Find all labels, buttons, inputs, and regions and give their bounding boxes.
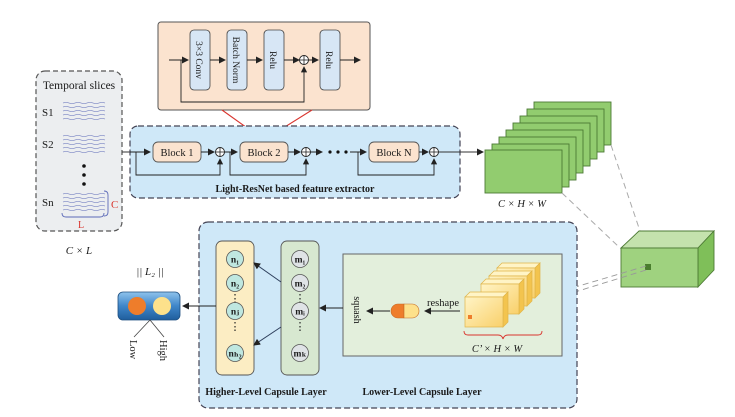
n-capsule-node [226,250,244,268]
squash-label: squash [351,296,362,323]
block-1-label: Block 1 [161,148,194,159]
m-capsule-node-label: m₂ [295,280,306,290]
slice-label-s1: S1 [42,107,54,119]
m-capsule-node-label: m₁ [295,256,306,266]
light-resnet-extractor: Block 1 Block 2 Block N [129,125,461,199]
skip-connection [180,60,308,103]
horizontal-ellipsis [328,150,348,154]
m-capsule-node [291,302,309,320]
capsule-vector-icon [390,303,420,319]
m-capsule-node-label: mᵢ [295,308,305,318]
m-capsule-node [291,344,309,362]
bracket-c [103,190,109,217]
l2-norm-label: || L₂ || [136,266,164,278]
low-class-circle [128,297,146,315]
vertical-ellipsis [82,164,86,186]
low-label: Low [127,340,138,360]
residual-block-detail: 3×3 Conv Batch Norm Relu Relu [157,21,371,111]
lower-level-capsule-label: Lower-Level Capsule Layer [362,387,482,398]
block-2-label: Block 2 [248,148,281,159]
m-capsule-ellipsis: ⋮ [295,293,306,305]
dim-c-label: C [111,199,118,211]
relu-layer-1-label: Relu [267,51,277,69]
n-capsule-node [226,274,244,292]
capsule-position-marker [645,264,651,270]
feature-map-shape: C × H × W [498,199,547,210]
block-n-label: Block N [376,148,412,159]
m-capsule-nodes: m₁ m₂ ⋮ mᵢ ⋮ mₖ [291,250,309,362]
extractor-label: Light-ResNet based feature extractor [216,184,375,195]
eeg-signal-sn [62,193,106,211]
zoom-line-b [610,144,641,232]
reshape-label: reshape [427,298,459,309]
high-leader-line [149,319,165,338]
high-label: High [157,340,168,362]
lower-shape-label: C’ × H × W [472,344,524,355]
eeg-signal-s2 [62,135,106,153]
dim-l-label: L [78,220,84,231]
n-capsule-node [226,344,244,362]
n-capsule-nodes: n₁ n₂ ⋮ nⱼ ⋮ nₕ₂ [226,250,244,362]
eeg-signal-s1 [62,102,106,120]
n-capsule-node [226,302,244,320]
relu-layer-2-label: Relu [323,51,333,69]
temporal-slices-title: Temporal slices [43,80,116,92]
m-capsule-node [291,250,309,268]
n-capsule-ellipsis: ⋮ [230,293,241,305]
primary-capsule-blocks [464,262,541,328]
lower-shape-brace [463,330,543,340]
high-class-circle [153,297,171,315]
add-node [299,55,309,65]
slice-label-sn: Sn [42,197,54,209]
conv-layer-label: 3×3 Conv [193,41,203,79]
slice-label-s2: S2 [42,139,54,151]
add-node-1 [215,147,225,157]
add-node-n [429,147,439,157]
higher-level-capsule-label: Higher-Level Capsule Layer [205,387,327,398]
n-capsule-node-label: nⱼ [231,308,239,318]
m-capsule-node [291,274,309,292]
routing-arrow-top [253,262,282,283]
n-capsule-node-label: n₁ [231,256,239,266]
capsule-highlight [468,315,472,319]
feature-cube [619,229,716,289]
temporal-slices-panel: Temporal slices S1 S2 Sn [35,70,123,232]
output-probability-box [117,291,181,321]
bracket-l [61,212,105,218]
zoom-line-a [561,192,621,249]
n-capsule-ellipsis: ⋮ [230,321,241,333]
m-capsule-node-label: mₖ [294,350,307,360]
routing-arrow-bottom [253,326,282,346]
batchnorm-layer-label: Batch Norm [230,37,240,84]
input-shape-label: C × L [66,245,92,257]
feature-map-stack [484,101,612,194]
add-node-2 [301,147,311,157]
n-capsule-node-label: nₕ₂ [228,350,241,360]
n-capsule-node-label: n₂ [231,280,239,290]
low-leader-line [133,319,151,338]
m-capsule-ellipsis: ⋮ [295,321,306,333]
